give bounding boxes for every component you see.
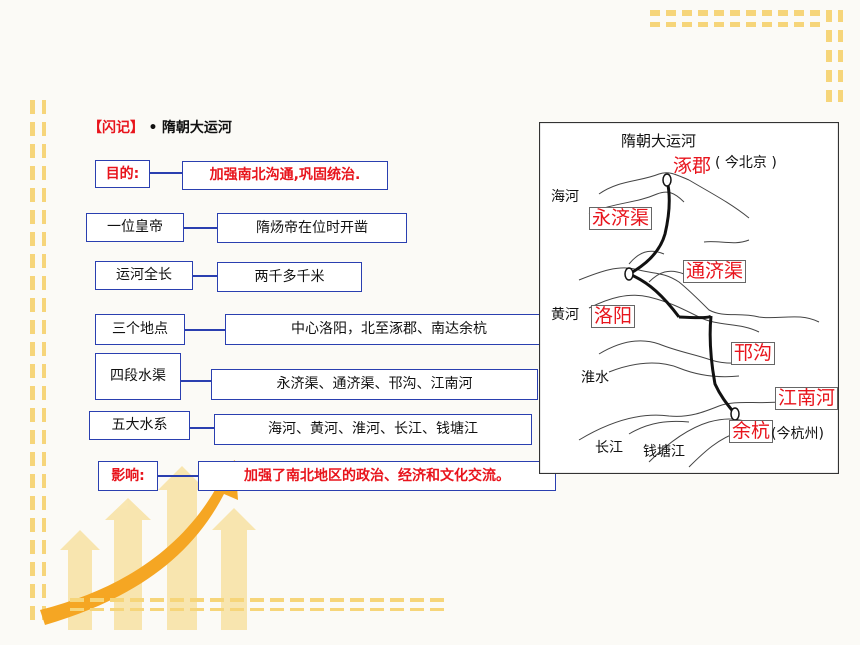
connector-emperor — [184, 227, 217, 229]
map-label-huanghe: 黄河 — [551, 307, 579, 323]
map-label-yongjiqu: 永济渠 — [589, 207, 653, 230]
section-title: 【闪记】 • 隋朝大运河 — [88, 117, 232, 137]
connector-rivers — [190, 427, 214, 429]
label-length: 运河全长 — [95, 261, 193, 290]
grand-canal-map: 隋朝大运河 涿郡 ( 今北京 ) 海河 永济渠 通济渠 黄河 洛阳 邗沟 淮水 … — [539, 122, 839, 474]
connector-purpose — [150, 172, 182, 174]
corner-decoration-top-right — [650, 10, 843, 102]
map-label-yuhang: 余杭 — [729, 420, 774, 443]
map-label-luoyang: 洛阳 — [591, 305, 636, 328]
connector-locations — [185, 329, 225, 331]
map-label-tongjiqu: 通济渠 — [683, 260, 747, 283]
value-impact: 加强了南北地区的政治、经济和文化交流。 — [198, 461, 556, 491]
map-label-jiangnanhe: 江南河 — [775, 387, 839, 410]
title-text: 隋朝大运河 — [161, 120, 232, 136]
map-label-jin-beijing: ( 今北京 ) — [715, 155, 777, 171]
map-label-huaishui: 淮水 — [581, 370, 609, 386]
map-label-changjiang: 长江 — [595, 440, 623, 456]
map-label-jin-hangzhou: (今杭州) — [771, 426, 824, 442]
label-emperor: 一位皇帝 — [86, 213, 184, 242]
map-title: 隋朝大运河 — [621, 132, 697, 150]
label-impact: 影响: — [98, 461, 158, 491]
label-purpose: 目的: — [95, 160, 150, 188]
value-rivers: 海河、黄河、淮河、长江、钱塘江 — [214, 414, 532, 445]
label-rivers: 五大水系 — [89, 411, 190, 440]
title-bullet: • — [148, 120, 158, 136]
value-purpose: 加强南北沟通,巩固统治. — [182, 161, 388, 190]
map-drawing — [539, 122, 839, 474]
connector-length — [193, 275, 217, 277]
label-locations: 三个地点 — [95, 314, 185, 345]
map-label-zhuojun: 涿郡 — [673, 155, 712, 177]
connector-canals — [181, 380, 211, 382]
map-label-qiantangjiang: 钱塘江 — [643, 444, 685, 460]
value-emperor: 隋炀帝在位时开凿 — [217, 213, 407, 243]
label-canals: 四段水渠 — [95, 353, 181, 400]
map-label-haihe: 海河 — [551, 189, 579, 205]
connector-impact — [158, 475, 198, 477]
map-label-hangou: 邗沟 — [731, 342, 776, 365]
value-locations: 中心洛阳，北至涿郡、南达余杭 — [225, 314, 553, 345]
value-canals: 永济渠、通济渠、邗沟、江南河 — [211, 369, 538, 400]
value-length: 两千多千米 — [217, 262, 362, 292]
title-tag: 【闪记】 — [88, 120, 144, 136]
